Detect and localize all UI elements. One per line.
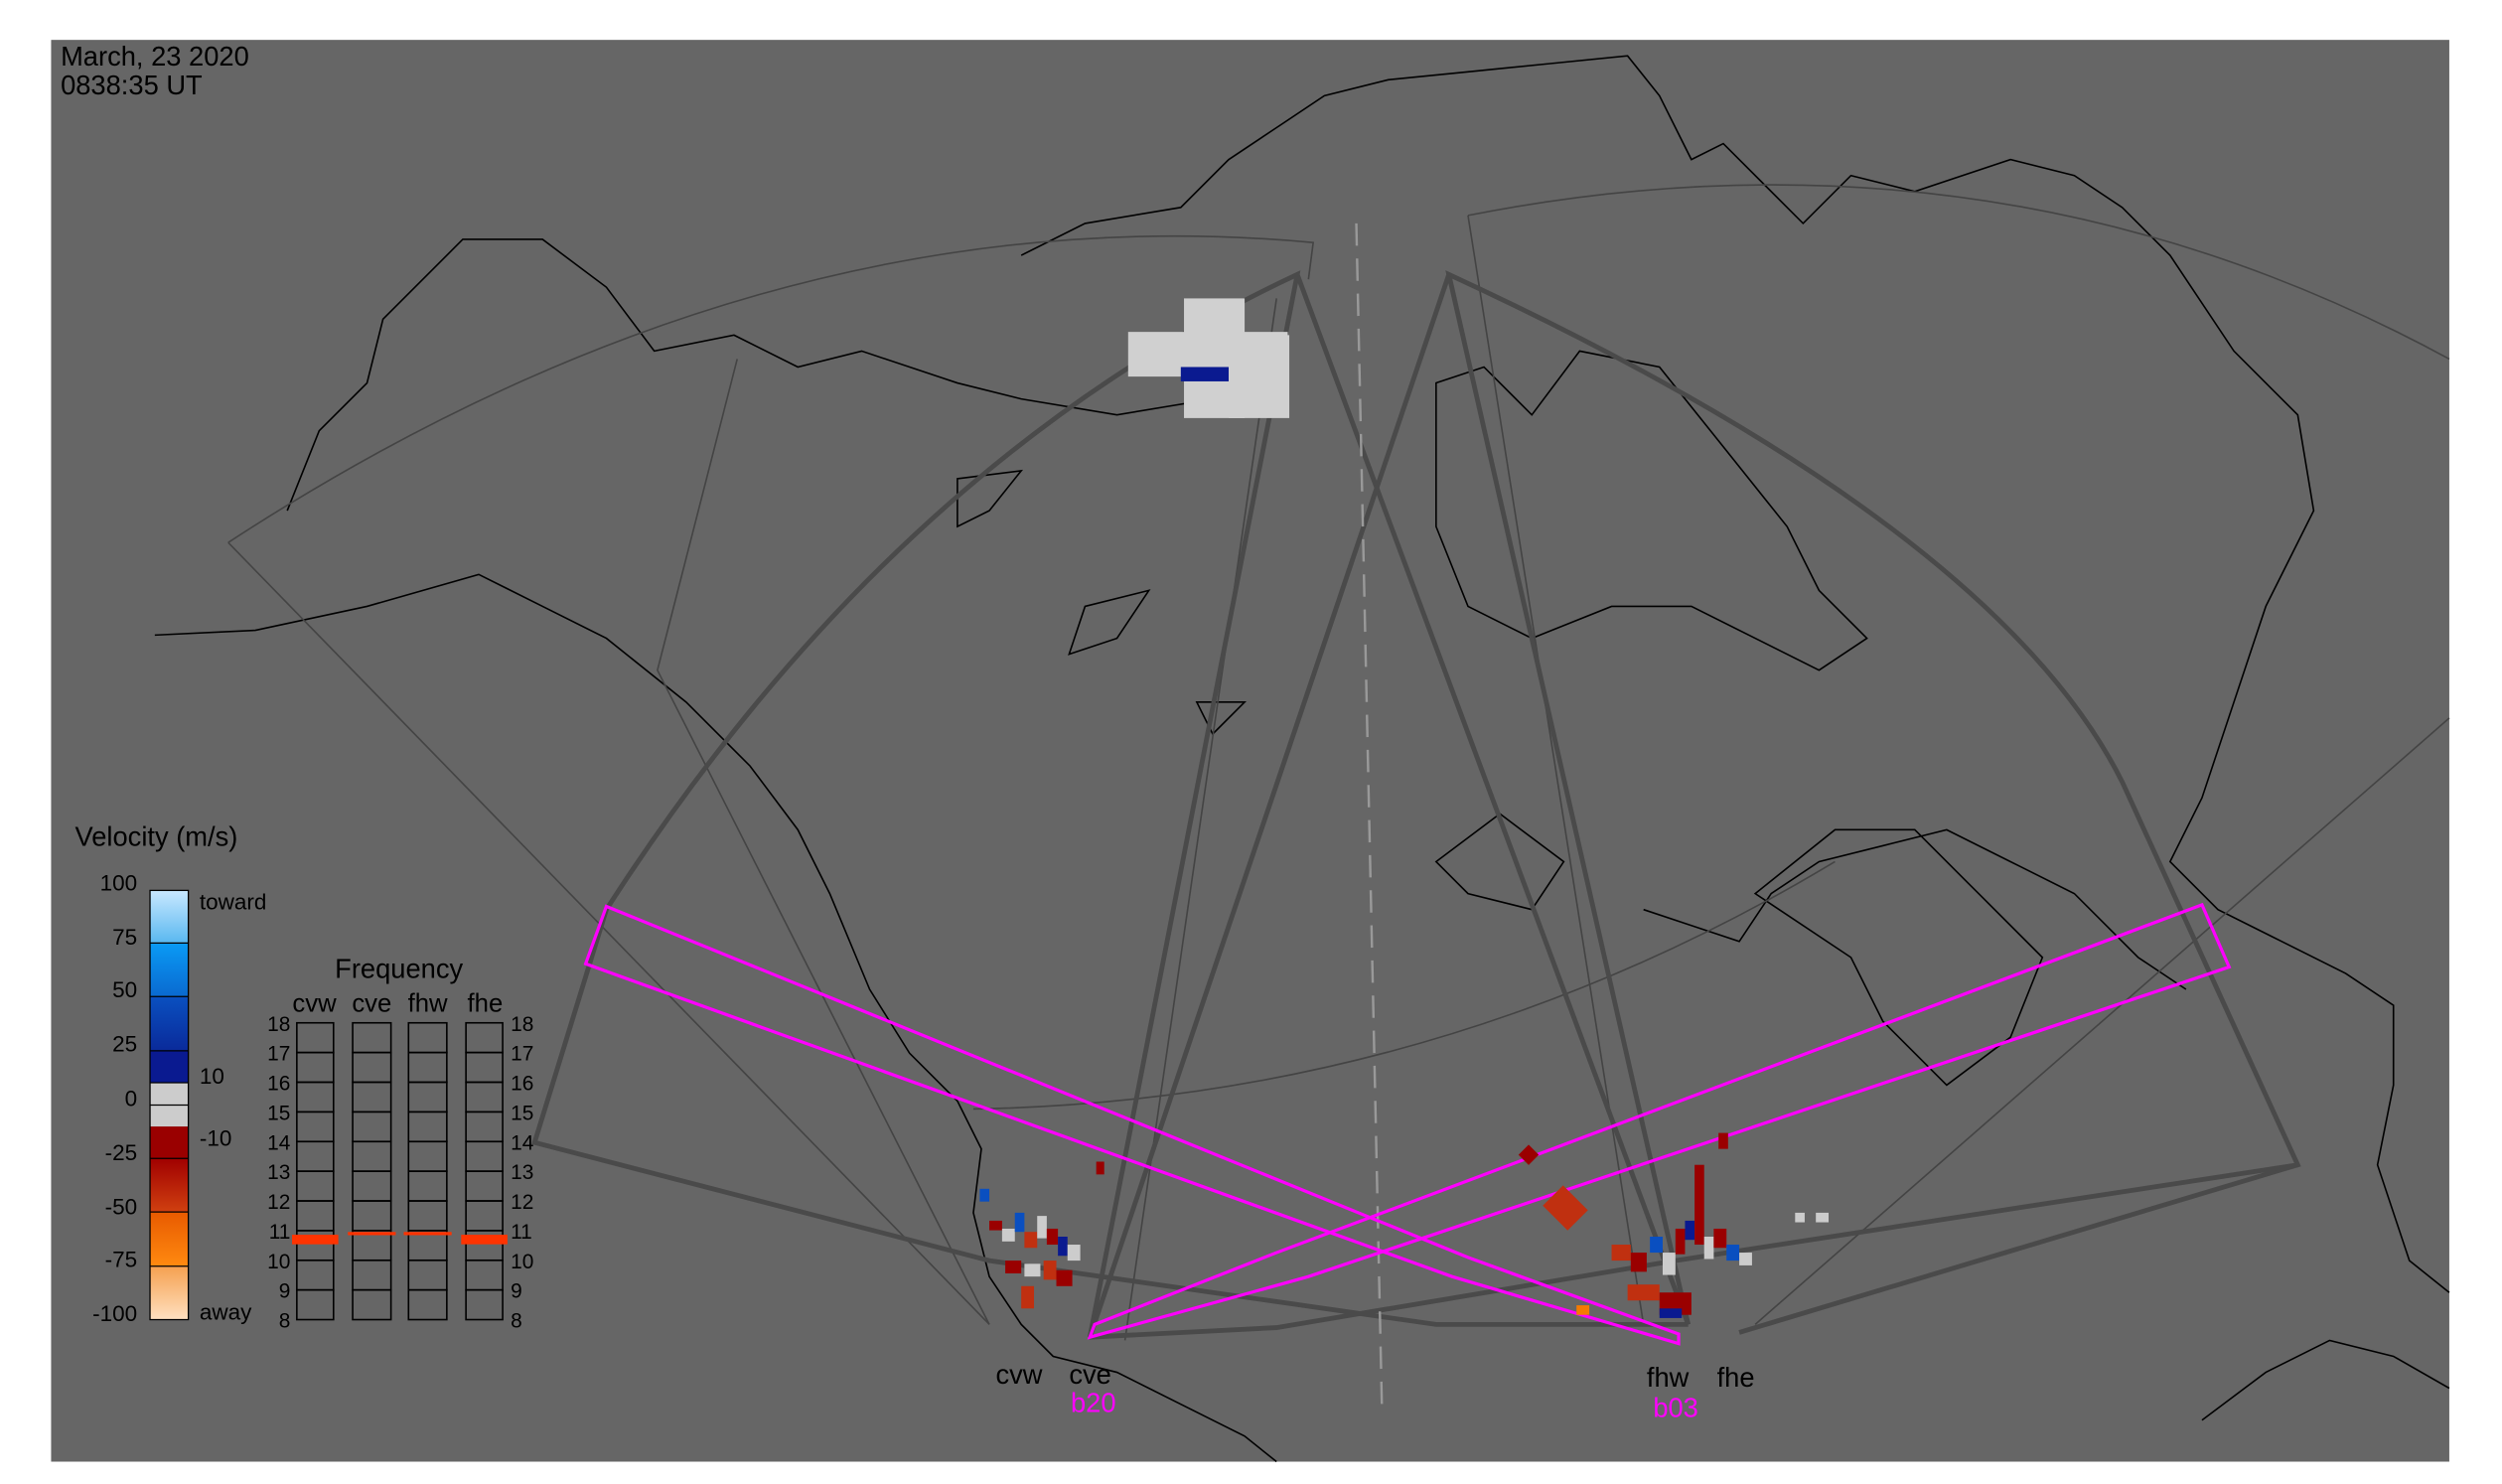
beam-label-west: b20 xyxy=(1071,1388,1116,1418)
frequency-scale-label: 15 xyxy=(511,1102,533,1124)
frequency-scale-label: 16 xyxy=(511,1073,533,1096)
frequency-bar-fhw xyxy=(403,1232,452,1236)
beam-outlines xyxy=(583,902,2232,1346)
toward-label: toward xyxy=(200,890,267,915)
frequency-title: Frequency xyxy=(335,954,463,984)
colorbar-tick: -75 xyxy=(105,1248,137,1272)
colorbar-tick: 0 xyxy=(125,1086,138,1111)
frequency-scale-label: 10 xyxy=(267,1251,290,1273)
velocity-cells xyxy=(979,298,1830,1318)
colorbar-tick: 25 xyxy=(112,1032,137,1057)
frequency-scale-label: 17 xyxy=(267,1043,290,1066)
frequency-scale-label: 18 xyxy=(267,1013,290,1036)
frequency-cell xyxy=(296,1288,335,1321)
site-label-fhw: fhw xyxy=(1647,1362,1690,1393)
frequency-scale-label: 13 xyxy=(267,1161,290,1184)
frequency-scale-label: 9 xyxy=(279,1280,291,1303)
colorbar-segment xyxy=(150,1212,189,1266)
frequency-column-label: cvw xyxy=(292,989,337,1017)
frequency-scale-label: 12 xyxy=(267,1191,290,1214)
colorbar-tick: -100 xyxy=(92,1301,137,1326)
colorbar-tick: 50 xyxy=(112,977,137,1002)
frequency-scale-label: 8 xyxy=(511,1310,522,1333)
meridian-dashed-line xyxy=(1355,223,1384,1405)
beam-label-east: b03 xyxy=(1653,1393,1698,1423)
site-label-fhe: fhe xyxy=(1717,1362,1755,1393)
frequency-scale-label: 11 xyxy=(269,1221,291,1244)
colorbar-segment xyxy=(150,1126,189,1159)
colorbar-segment xyxy=(150,996,189,1051)
frequency-cell xyxy=(407,1288,448,1321)
colorbar-segment xyxy=(150,1158,189,1213)
colorbar-frame xyxy=(149,889,190,1321)
threshold-high-label: 10 xyxy=(200,1064,224,1089)
colorbar-segment xyxy=(150,1050,189,1083)
frequency-scale-label: 11 xyxy=(511,1221,532,1244)
frequency-scale-label: 12 xyxy=(511,1191,533,1214)
frequency-cell xyxy=(352,1288,392,1321)
legend-title: Velocity (m/s) xyxy=(75,820,238,851)
frequency-column-label: fhe xyxy=(468,989,504,1017)
site-label-cve: cve xyxy=(1069,1359,1110,1390)
colorbar-tick: -25 xyxy=(105,1140,137,1165)
frequency-bar-cvw xyxy=(292,1235,339,1245)
colorbar-tick: 100 xyxy=(100,870,138,895)
frequency-cell xyxy=(465,1288,504,1321)
frequency-scale-label: 14 xyxy=(267,1131,290,1154)
frequency-scale-label: 8 xyxy=(279,1310,291,1333)
frequency-scale-label: 17 xyxy=(511,1043,533,1066)
map-background xyxy=(51,40,2449,1462)
colorbar-segment xyxy=(150,1265,189,1320)
fov-outlines-thin xyxy=(227,184,2450,1341)
threshold-low-label: -10 xyxy=(200,1125,232,1150)
frequency-scale-label: 9 xyxy=(511,1280,522,1303)
fov-outlines-thick xyxy=(531,270,2301,1340)
frequency-scale-label: 13 xyxy=(511,1161,533,1184)
frequency-bar-fhe xyxy=(461,1235,508,1245)
frequency-scale-label: 10 xyxy=(511,1251,533,1273)
date-label: March, 23 2020 xyxy=(61,41,249,72)
colorbar-tick: 75 xyxy=(112,925,137,950)
colorbar-tick: -50 xyxy=(105,1195,137,1220)
frequency-panel: Frequency cvw cve fhw fhe 18 18 17 17 16 16 15… xyxy=(267,954,533,1333)
frequency-scale-label: 16 xyxy=(267,1073,290,1096)
colorbar-segment xyxy=(150,943,189,997)
time-label: 0838:35 UT xyxy=(61,70,203,100)
frequency-scale-label: 15 xyxy=(267,1102,290,1124)
colorbar-segment xyxy=(150,1105,189,1127)
frequency-bar-cve xyxy=(348,1232,396,1236)
frequency-scale-label: 18 xyxy=(511,1013,533,1036)
colorbar-segment xyxy=(150,890,189,944)
colorbar-segment xyxy=(150,1082,189,1106)
site-label-cvw: cvw xyxy=(995,1359,1042,1390)
velocity-legend: Velocity (m/s) 100 75 50 2 xyxy=(75,820,267,1326)
frequency-scale-label: 14 xyxy=(511,1131,533,1154)
away-label: away xyxy=(200,1300,252,1325)
frequency-column-label: fhw xyxy=(408,989,448,1017)
frequency-column-label: cve xyxy=(352,989,391,1017)
